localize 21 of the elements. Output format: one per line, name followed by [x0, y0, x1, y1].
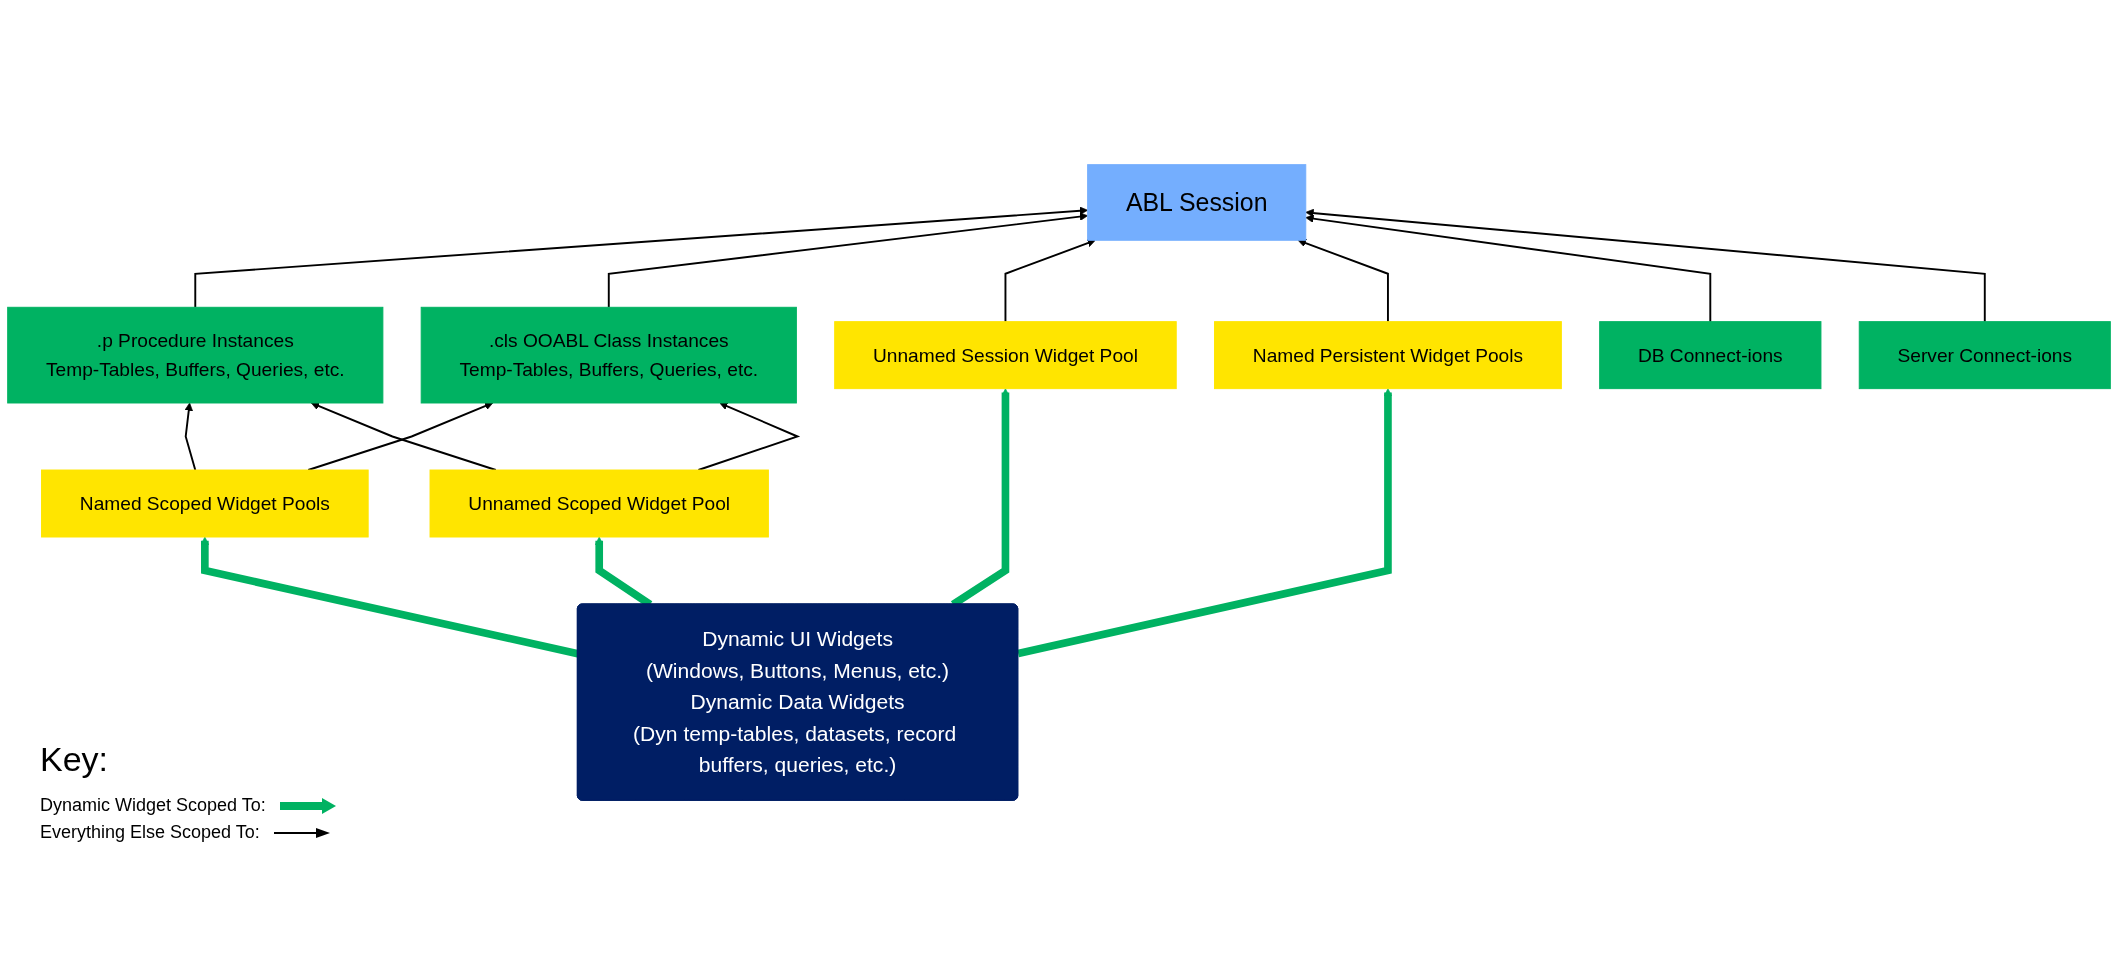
node-box: .p Procedure Instances Temp-Tables, Buffers, Queries, etc. — [7, 306, 384, 404]
arrow — [1017, 387, 1393, 657]
key-title: Key: — [40, 740, 110, 779]
arrow — [1004, 238, 1096, 323]
legend-text: Everything Else Scoped To: — [40, 822, 260, 843]
node-box: Named Persistent Widget Pools — [1214, 320, 1562, 389]
arrow — [607, 212, 1088, 308]
node-box: .cls OOABL Class Instances Temp-Tables, Buffers, Queries, etc. — [420, 306, 797, 404]
arrow — [200, 536, 579, 657]
node-box: Unnamed Session Widget Pool — [834, 320, 1177, 389]
arrow — [184, 402, 197, 471]
node-box: Unnamed Scoped Widget Pool — [429, 469, 769, 538]
node-box: DB Connect-ions — [1599, 320, 1822, 389]
node-box: Server Connect-ions — [1858, 320, 2111, 389]
arrow — [1305, 214, 1712, 323]
arrow — [194, 206, 1088, 308]
arrow — [1297, 238, 1389, 323]
arrow — [1305, 208, 1986, 323]
node-box: ABL Session — [1087, 163, 1307, 241]
node-box: Named Scoped Widget Pools — [41, 469, 369, 538]
legend-text: Dynamic Widget Scoped To: — [40, 795, 266, 816]
